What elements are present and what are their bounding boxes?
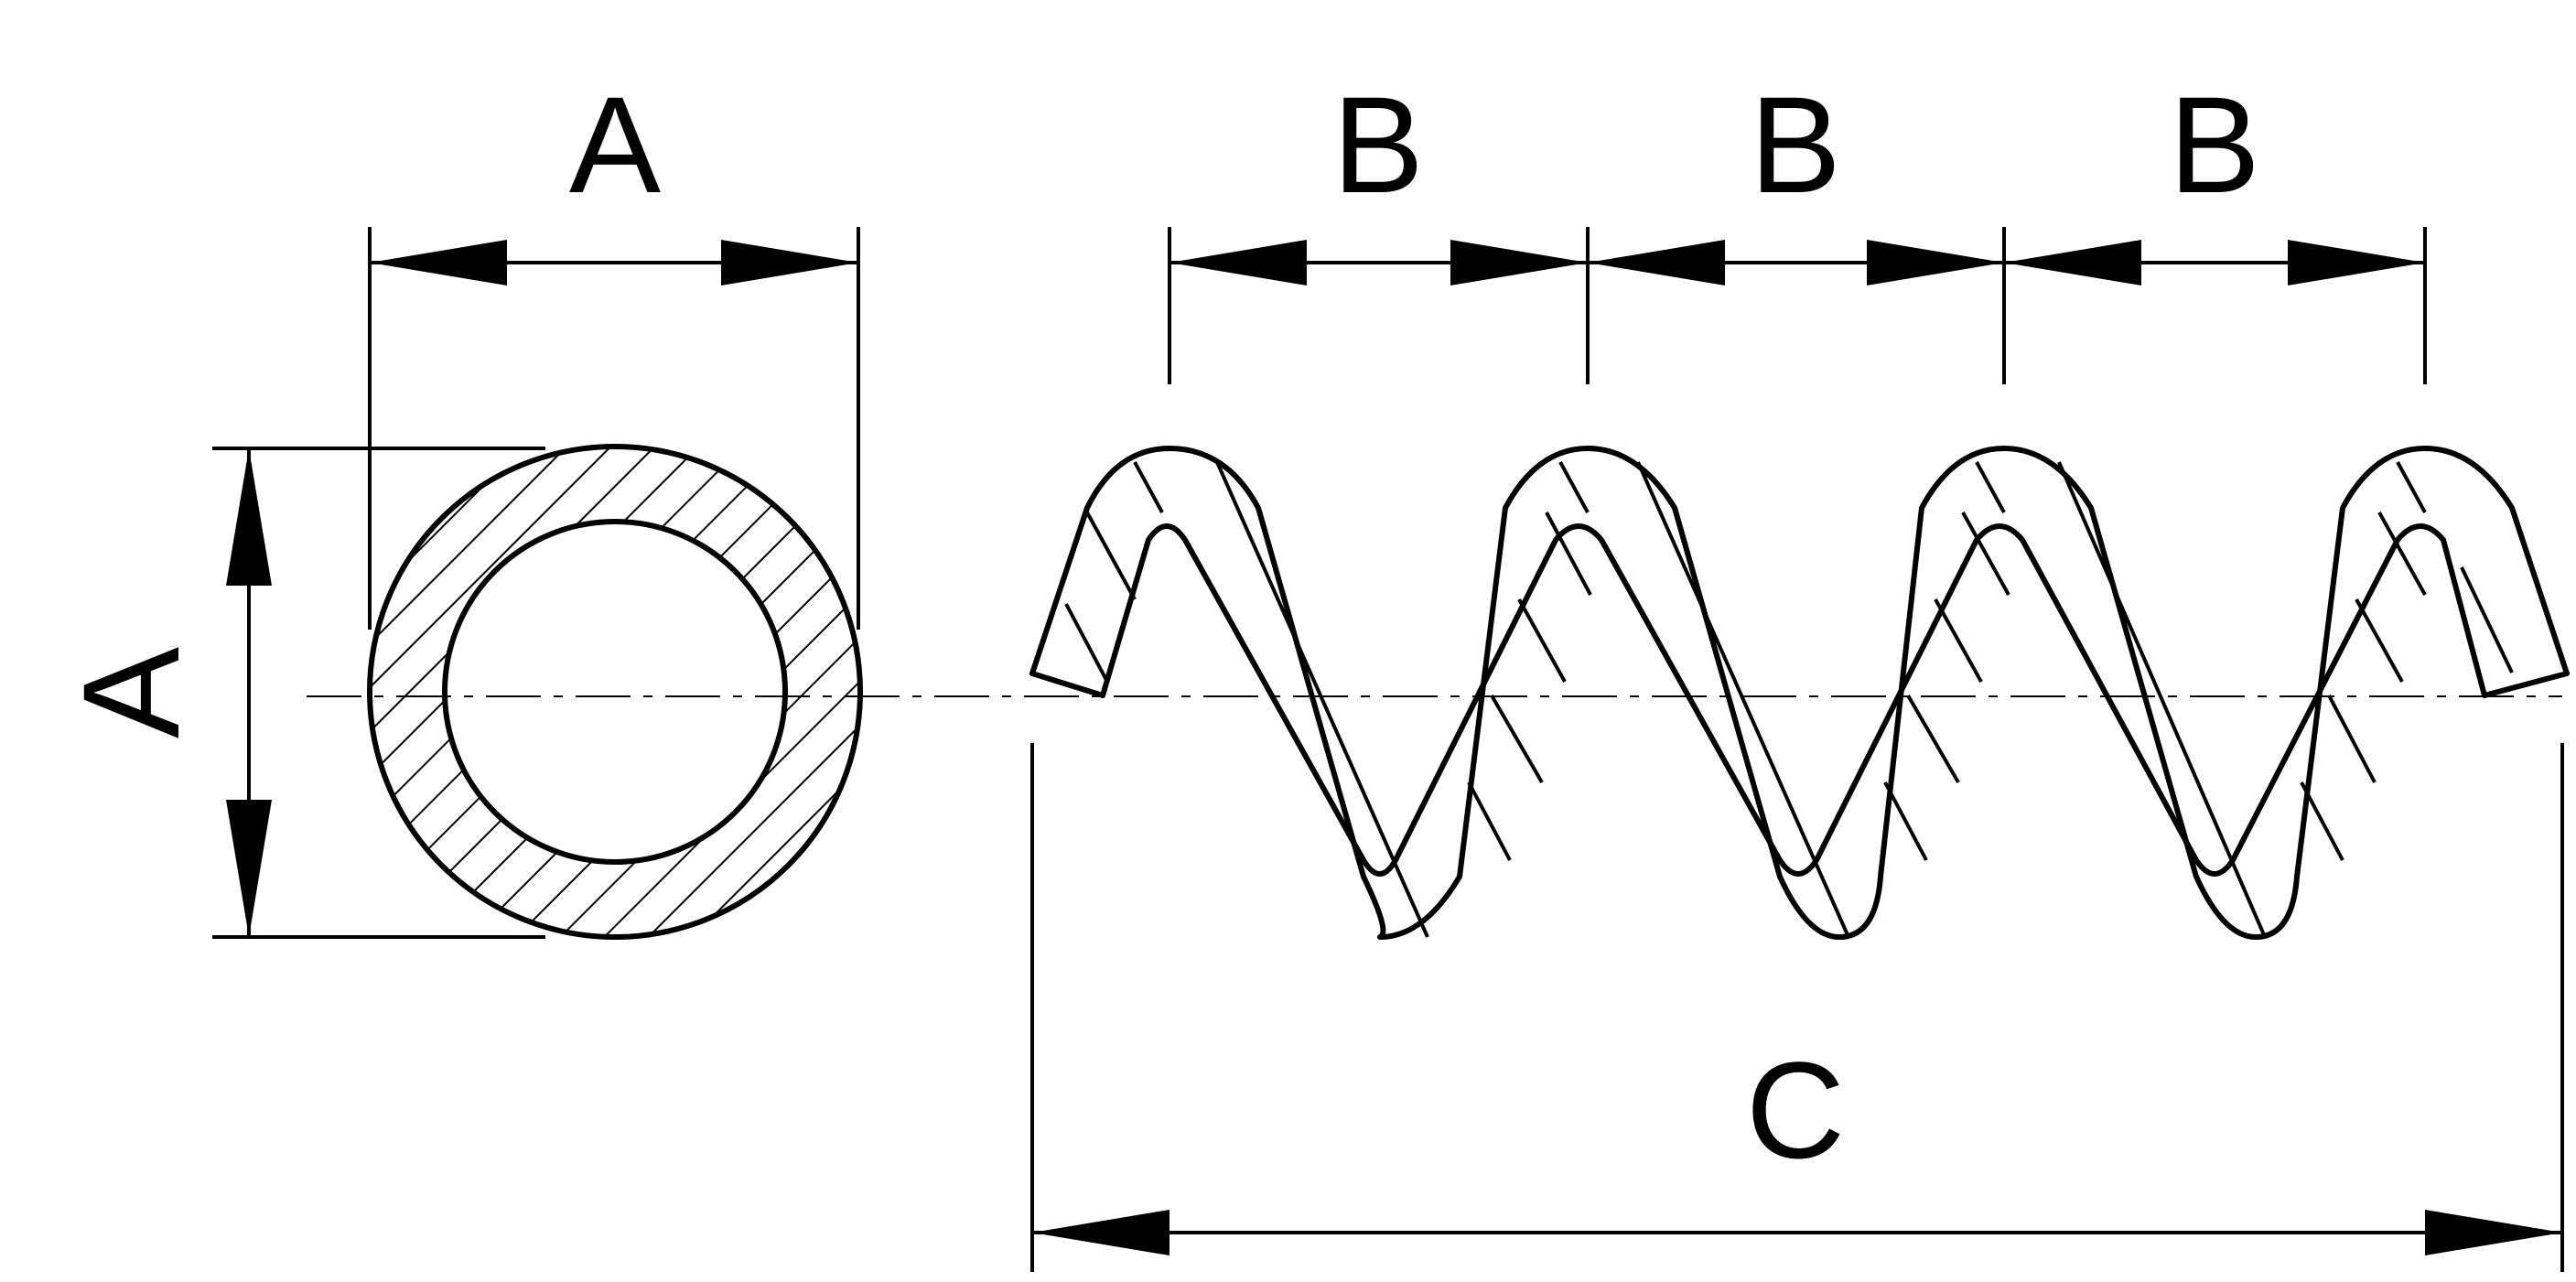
wire-cross-section — [367, 444, 863, 940]
spring-outer-profile — [1029, 446, 2570, 940]
cross-section-hatch — [370, 447, 861, 937]
inner-circle — [442, 519, 788, 865]
dimension-c — [1030, 743, 2564, 1272]
dimension-a-label-left: A — [54, 647, 208, 738]
dimension-a-label-top: A — [569, 68, 661, 221]
spring-hatch-lines — [1064, 461, 2514, 938]
spring-inner-profile — [1100, 523, 2487, 877]
dimension-a-vertical — [212, 447, 545, 939]
dimension-b-label-3: B — [2169, 68, 2260, 221]
dimension-b-label-2: B — [1750, 68, 1841, 221]
dimension-b-label-1: B — [1332, 68, 1424, 221]
spring-side-view — [1029, 446, 2570, 940]
dimension-a-horizontal — [368, 227, 860, 630]
dimension-b-chain — [1168, 227, 2427, 384]
dimension-c-label: C — [1746, 1033, 1845, 1187]
outer-circle — [367, 444, 863, 940]
